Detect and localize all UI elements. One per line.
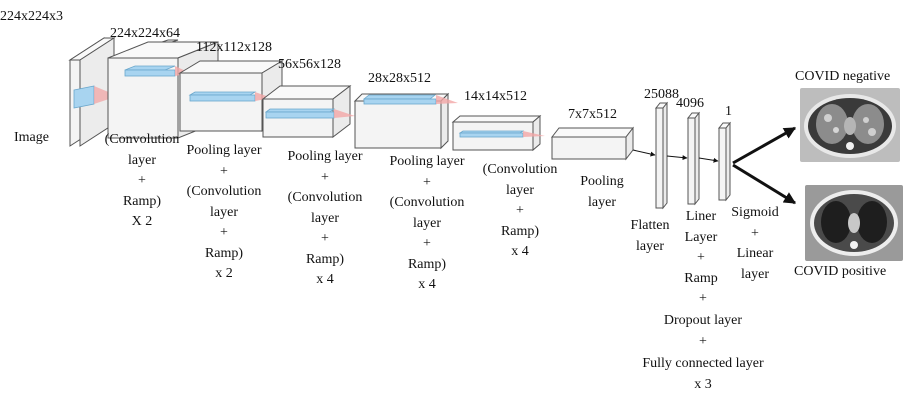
cnn-architecture-diagram [68, 37, 797, 210]
ct-scan-positive-image [805, 185, 903, 261]
input-image-label: Image [14, 130, 49, 145]
dim-label-block3: 56x56x128 [278, 57, 341, 72]
kernel-projection-6 [523, 131, 545, 137]
dim-label-liner: 4096 [676, 96, 704, 111]
conv-block-2 [178, 60, 284, 132]
sigmoid-bar [717, 121, 732, 202]
flatten-bar [654, 101, 669, 210]
arrow-liner-to-sigmoid [698, 157, 719, 163]
dim-label-block2: 112x112x128 [196, 40, 272, 55]
conv-block-4 [353, 92, 450, 150]
dim-label-block5: 14x14x512 [464, 89, 527, 104]
arrow-flatten-to-liner [666, 155, 688, 161]
pool-block-6 [550, 126, 635, 161]
dim-label-block4: 28x28x512 [368, 71, 431, 86]
conv-block-5 [451, 114, 542, 152]
dim-label-input: 224x224x3 [0, 9, 63, 24]
covid-positive-label: COVID positive [794, 264, 887, 279]
kernel-projection-1 [94, 86, 118, 104]
dim-label-flatten: 25088 [644, 87, 679, 102]
kernel-projection-5 [436, 95, 458, 104]
dim-label-block6: 7x7x512 [568, 107, 617, 122]
arrow-to-covid-positive [732, 163, 797, 205]
arrow-to-covid-negative [732, 126, 797, 165]
ct-scan-negative-image [800, 88, 900, 162]
kernel-projection-4 [334, 109, 355, 118]
conv-block-3 [261, 84, 352, 139]
dim-label-block1: 224x224x64 [110, 26, 180, 41]
covid-negative-label: COVID negative [795, 69, 891, 84]
liner-bar [686, 111, 701, 206]
dim-label-sigmoid: 1 [725, 104, 732, 119]
arrow-pool-to-flatten [632, 149, 656, 157]
